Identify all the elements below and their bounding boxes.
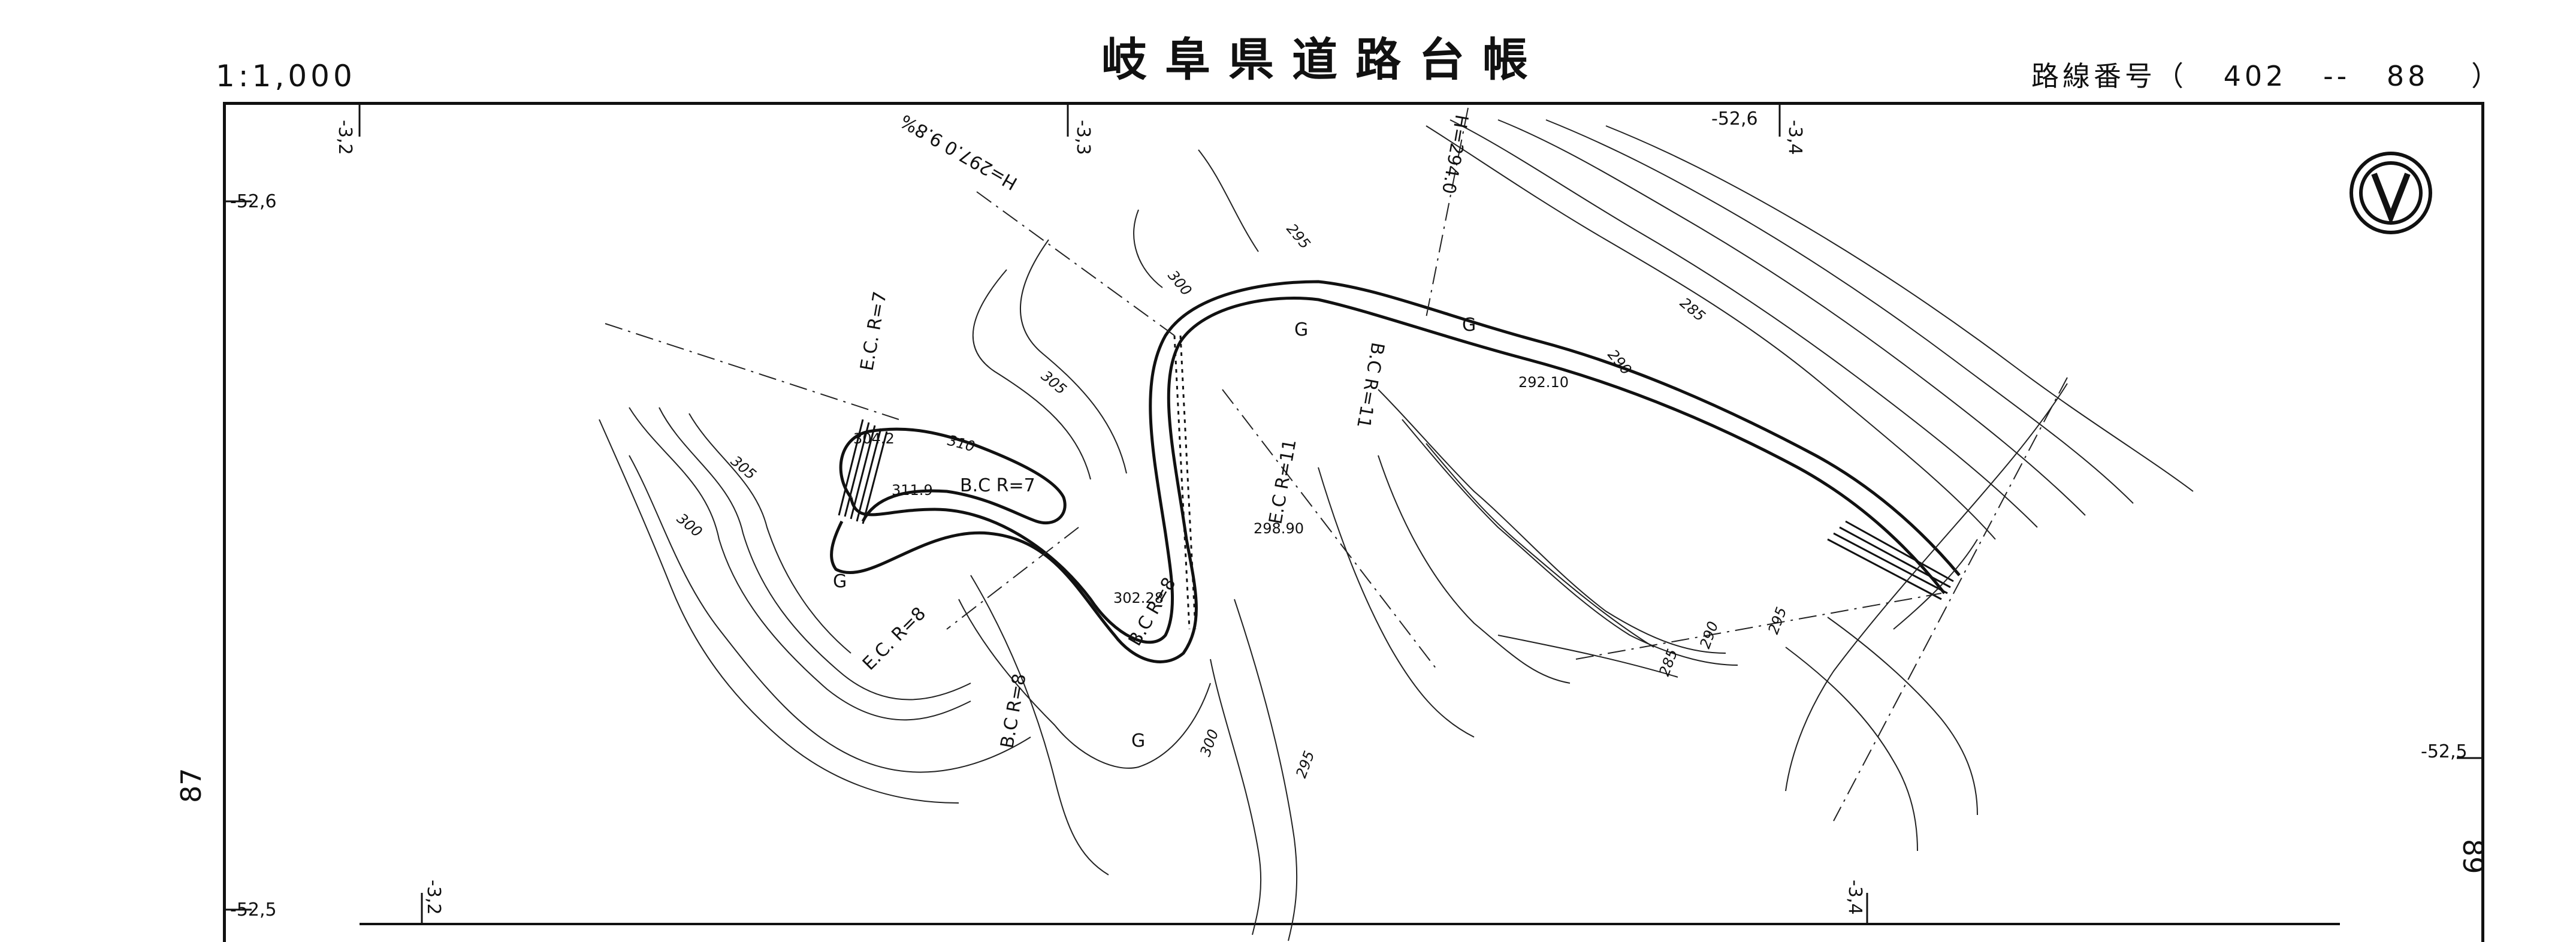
curve-label: H=294.0 — [1438, 113, 1472, 196]
contour-label: 305 — [1038, 367, 1070, 398]
contour-label: 300 — [674, 510, 705, 541]
contour-label: 290 — [1696, 619, 1722, 651]
spot-height: 292.10 — [1518, 374, 1569, 391]
map-symbol: G — [833, 571, 847, 592]
route-close: ） — [2471, 60, 2503, 92]
contour-label: 300 — [1164, 267, 1195, 299]
map-symbol: G — [1462, 315, 1476, 336]
page-title: 岐阜県道路台帳 — [1101, 33, 1546, 86]
spot-height: 302.28 — [1113, 590, 1164, 606]
contour-label: 305 — [727, 452, 759, 483]
curve-label: B.C R=11 — [1352, 341, 1388, 430]
contour-label: 290 — [1604, 346, 1635, 378]
map-symbol: G — [1131, 730, 1145, 751]
route-number-a: 402 — [2223, 60, 2287, 92]
route-label-text: 路線番号（ — [2031, 60, 2187, 92]
curve-label: H=297.0 9.8% — [897, 110, 1021, 194]
route-number-label: 路線番号（ 402 -- 88 ） — [2031, 62, 2502, 90]
route-number-b: 88 — [2386, 60, 2429, 92]
curve-label: B.C R=8 — [996, 672, 1030, 750]
contour-label: 295 — [1765, 605, 1790, 636]
curve-label: E.C R=11 — [1265, 437, 1300, 526]
map-frame — [223, 102, 2484, 942]
curve-label: E.C. R=7 — [856, 290, 891, 373]
contour-label: 310 — [946, 432, 976, 455]
contour-label: 285 — [1656, 647, 1681, 678]
route-dash: -- — [2323, 60, 2351, 92]
contour-label: 295 — [1292, 748, 1318, 780]
north-arrow-icon — [2349, 152, 2432, 234]
map-symbol: G — [1294, 319, 1308, 340]
map-scale: 1:1,000 — [216, 59, 356, 93]
spot-height: 304.2 — [853, 430, 895, 447]
contour-label: 295 — [1283, 221, 1313, 252]
curve-label: B.C R=7 — [960, 475, 1035, 496]
contour-label: 300 — [1197, 727, 1222, 759]
grid-coord-top-right-y: -52,6 — [1711, 108, 1758, 129]
spot-height: 298.90 — [1254, 520, 1304, 537]
spot-height: 311.9 — [892, 482, 933, 499]
curve-label: E.C. R=8 — [859, 603, 930, 674]
